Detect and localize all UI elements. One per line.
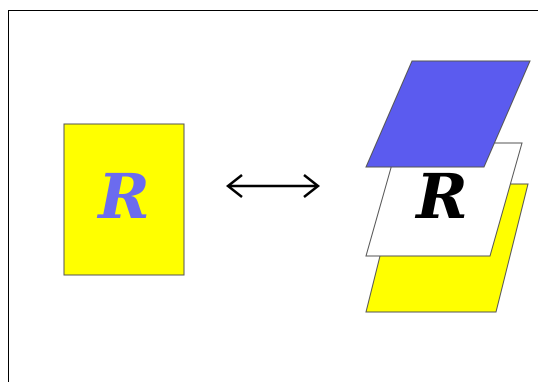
layer-top-blue — [365, 60, 531, 168]
layer-stack: R — [365, 60, 531, 313]
composite-page: R — [63, 123, 185, 276]
arrow-head-right — [303, 174, 321, 198]
layer-middle-letter: R — [414, 160, 468, 233]
double-arrow-icon — [225, 174, 321, 198]
composite-page-letter: R — [96, 160, 150, 233]
composite-page-background — [63, 123, 185, 276]
figure-frame — [8, 10, 538, 382]
arrow-head-left — [225, 174, 243, 198]
